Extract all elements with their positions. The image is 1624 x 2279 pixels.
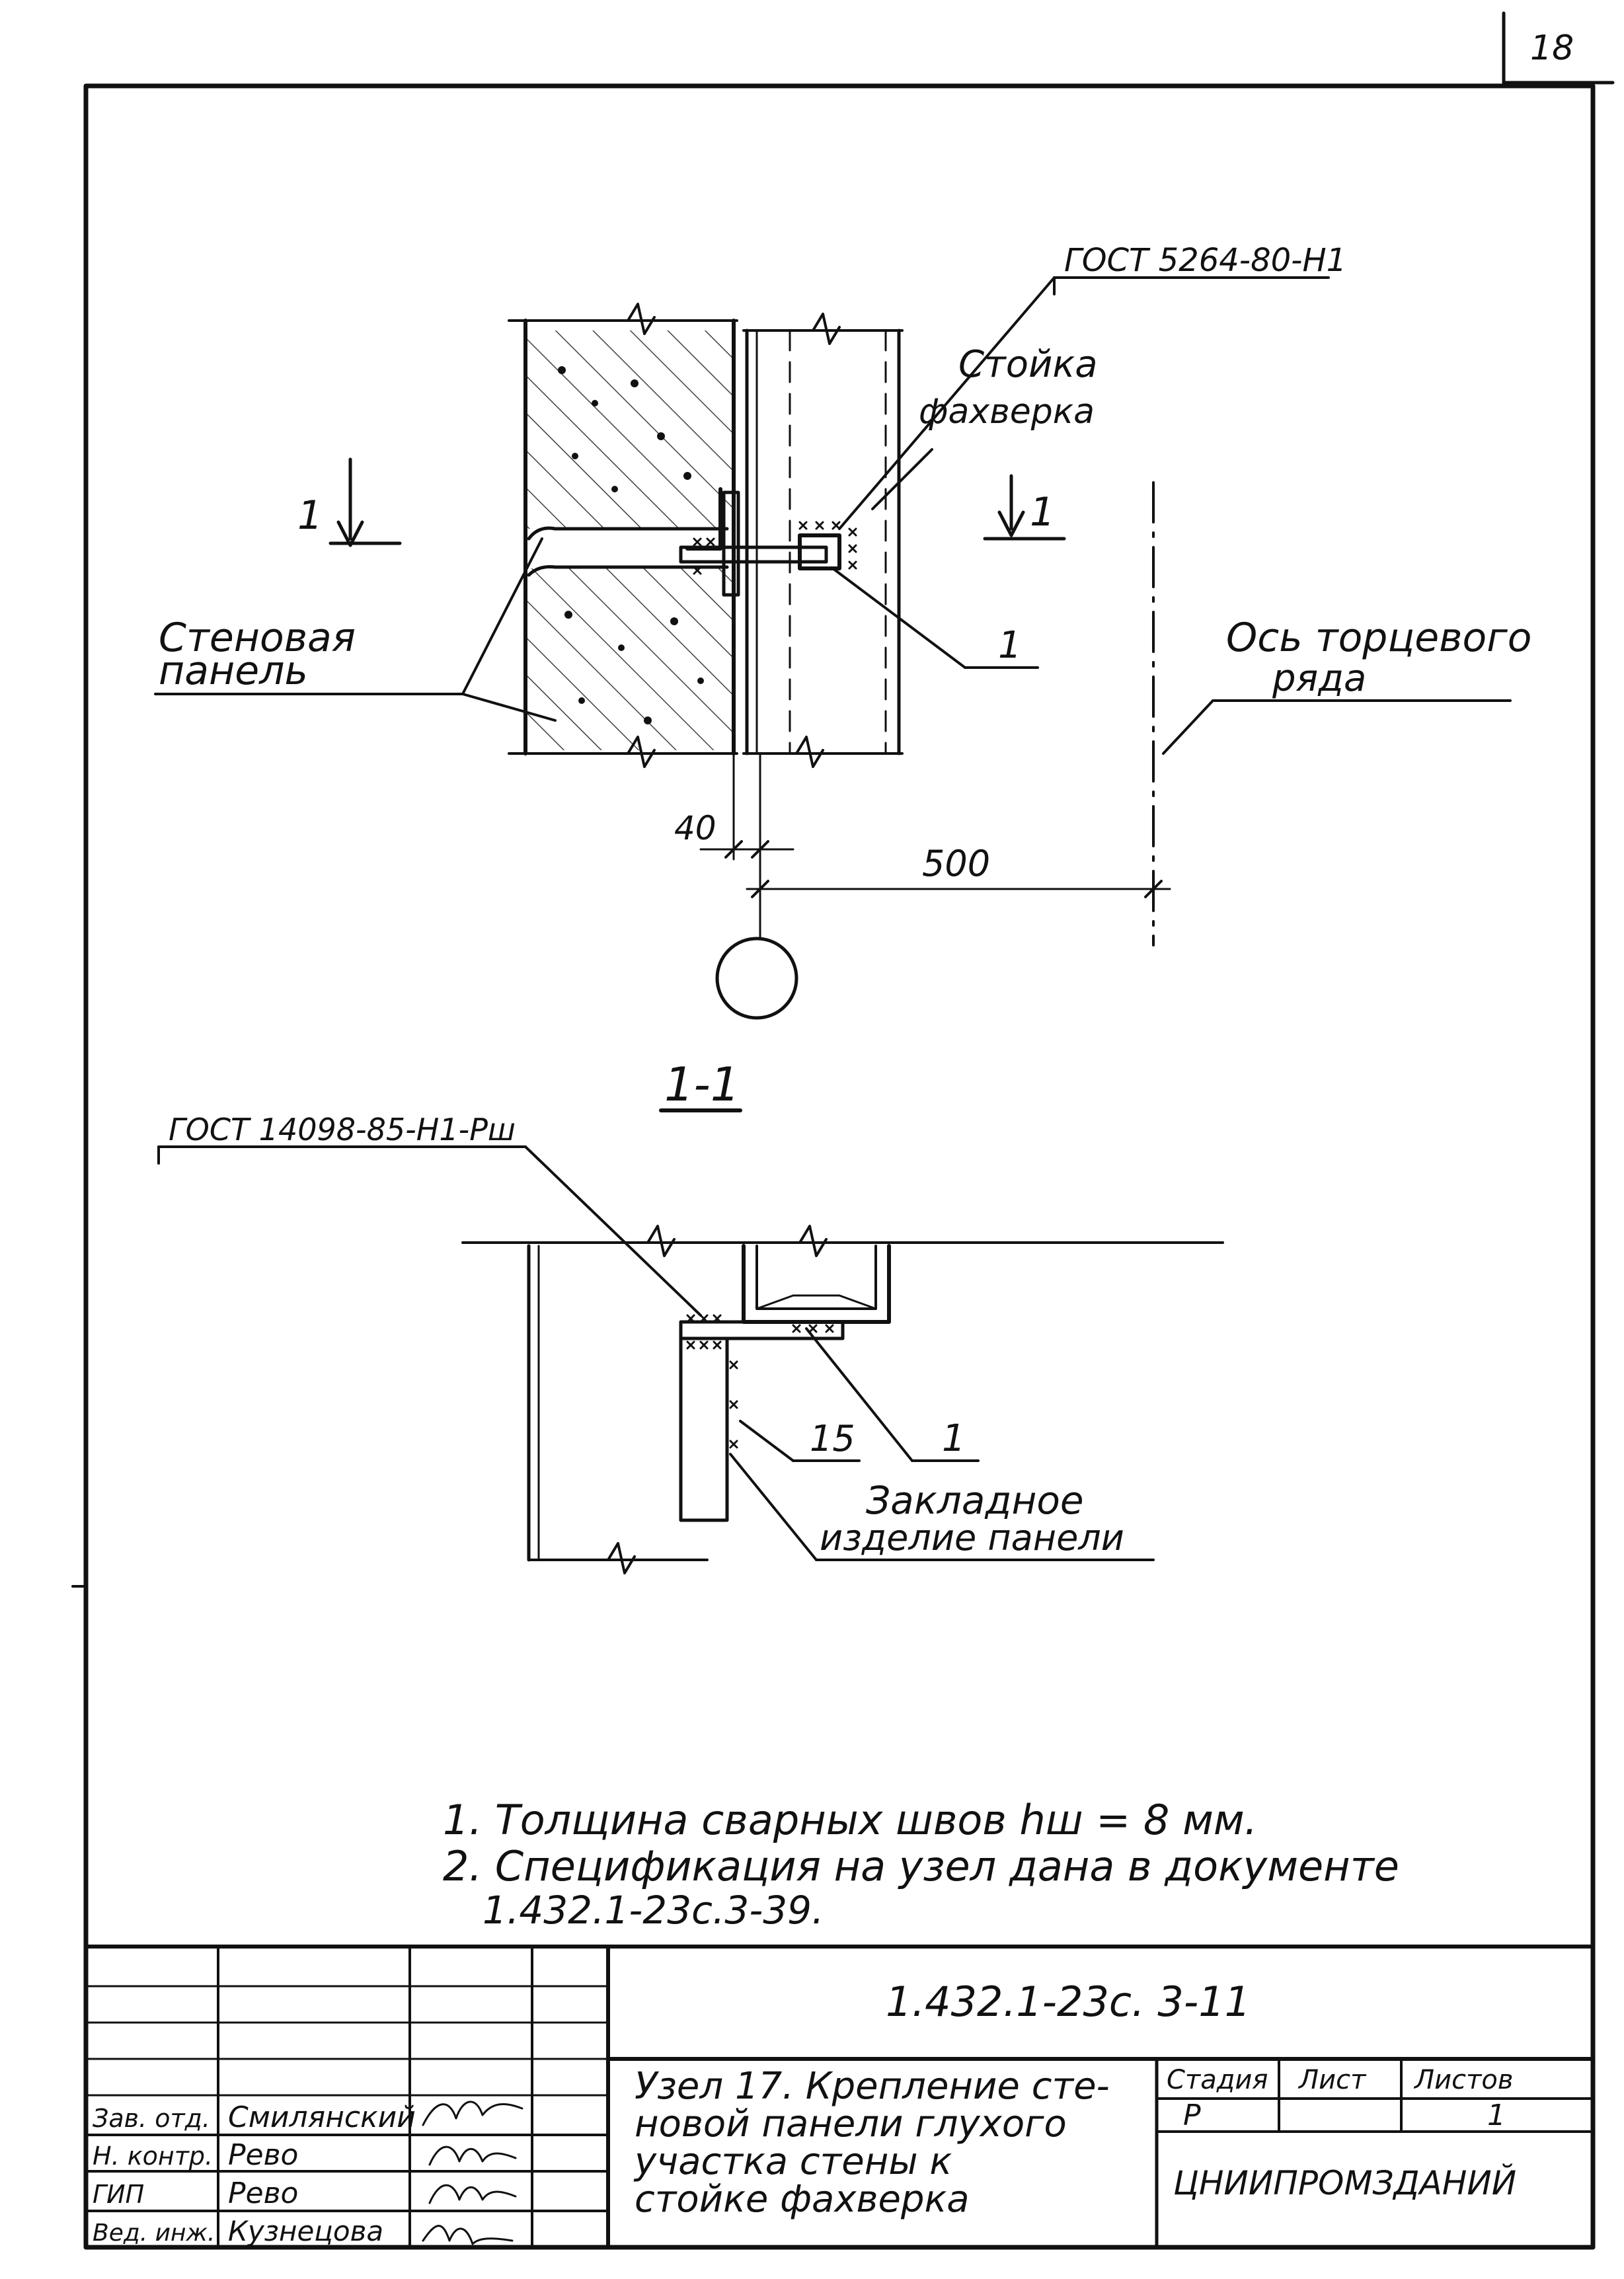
note-1: 1. Толщина сварных швов hш = 8 мм. [443, 1796, 1257, 1844]
signature-name-3: Рево [228, 2177, 298, 2210]
post-label-line1: Стойка [958, 343, 1098, 386]
signature-role-2: Н. контр. [93, 2142, 213, 2171]
post-label-line2: фахверка [919, 392, 1095, 432]
panel-label-line1: Стеновая [159, 615, 356, 661]
note-2-doc: 1.432.1-23с.3-39. [483, 1888, 824, 1933]
dim-axis: 500 [922, 843, 990, 884]
doc-code: 1.432.1-23с. 3-11 [886, 1978, 1251, 2026]
section-mark-right: 1 [1030, 489, 1055, 535]
signature-role-4: Вед. инж. [93, 2220, 215, 2247]
dim-plate: 15 [810, 1418, 855, 1459]
stage-value: Р [1183, 2099, 1201, 2132]
signature-name-1: Смилянский [228, 2101, 416, 2134]
stage-header: Стадия [1167, 2065, 1268, 2095]
axis-label-line2: ряда [1272, 657, 1366, 700]
sheets-header: Листов [1413, 2065, 1513, 2095]
drawing-frame [83, 83, 1596, 2250]
item-mark-section: 1 [942, 1417, 966, 1460]
wall-panel-lower [527, 568, 732, 750]
section-title: 1-1 [664, 1058, 740, 1112]
panel-label-line2: панель [159, 648, 308, 694]
section-mark-left: 1 [297, 492, 323, 539]
title-block: 1.432.1-23с. 3-11 Узел 17. Крепление сте… [84, 1945, 1595, 2249]
sheet-header: Лист [1297, 2065, 1367, 2095]
embedded-label-line1: Закладное [866, 1478, 1084, 1523]
notes: 1. Толщина сварных швов hш = 8 мм. 2. Сп… [443, 1796, 1399, 1933]
wall-panel-upper [527, 330, 732, 529]
signature-name-2: Рево [228, 2138, 298, 2172]
drawing-title-line2: новой панели глухого [635, 2103, 1067, 2145]
sheets-value: 1 [1487, 2099, 1506, 2132]
axis-bubble [715, 937, 798, 1020]
note-2: 2. Спецификация на узел дана в документе [443, 1842, 1399, 1890]
dim-offset: 40 [674, 809, 716, 847]
section-view: 1-1 ГОСТ 14098-85-Н1-Рш [157, 1058, 1224, 1574]
drawing-title-line4: стойке фахверка [635, 2178, 970, 2221]
drawing-title-line1: Узел 17. Крепление сте- [635, 2065, 1110, 2108]
organization: ЦНИИПРОМЗДАНИЙ [1173, 2163, 1516, 2202]
axis-label-line1: Ось торцевого [1226, 615, 1531, 661]
signature-role-1: Зав. отд. [93, 2104, 210, 2133]
handwritten-signatures [422, 2101, 523, 2245]
plan-view: ГОСТ 5264-80-Н1 Стойка фахверка 1 1 1 Ст… [154, 242, 1531, 1020]
weld-callout-section: ГОСТ 14098-85-Н1-Рш [169, 1112, 516, 1147]
page-number-corner: 18 [1502, 11, 1615, 85]
page-number: 18 [1530, 28, 1574, 68]
item-mark-plan: 1 [998, 624, 1022, 667]
weld-callout-plan: ГОСТ 5264-80-Н1 [1064, 242, 1346, 279]
signature-name-4: Кузнецова [228, 2215, 383, 2247]
signature-role-3: ГИП [93, 2180, 144, 2209]
drawing-title-line3: участка стены к [633, 2140, 952, 2183]
embedded-label-line2: изделие панели [820, 1517, 1124, 1559]
